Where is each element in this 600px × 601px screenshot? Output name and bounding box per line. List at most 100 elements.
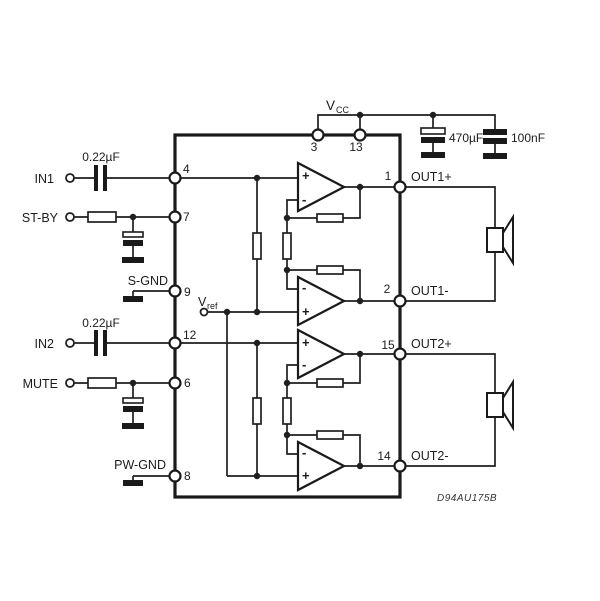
pin-12-number: 12 <box>183 328 197 342</box>
out1n-label: OUT1- <box>411 284 449 298</box>
bypass-cap-label: 100nF <box>511 131 545 145</box>
pin-8 <box>168 469 182 483</box>
wires <box>74 114 496 480</box>
opamp-3 <box>296 328 347 380</box>
stby-wire <box>74 216 175 257</box>
opamp-4-minus: - <box>302 445 306 460</box>
opamp-2-minus: - <box>302 280 306 295</box>
ic-pins <box>168 128 407 483</box>
speaker1-loop-wire <box>400 186 496 302</box>
pin-15 <box>393 347 407 361</box>
pin-1-number: 1 <box>385 169 392 183</box>
pin-6 <box>168 376 182 390</box>
junction-dot <box>356 111 364 119</box>
feedback-resistor-1 <box>316 213 344 223</box>
ground-icon <box>421 152 445 158</box>
mute-terminal <box>65 378 75 388</box>
amp1-feedback-wire <box>286 186 400 219</box>
junction-dot <box>223 308 231 316</box>
pwgnd-wire <box>132 475 175 480</box>
pin-13-number: 13 <box>349 140 363 154</box>
opamps: + - - + + - - + <box>296 161 347 492</box>
junction-dots <box>129 111 437 480</box>
junction-dot <box>253 308 261 316</box>
bulk-cap-plate <box>421 137 445 143</box>
opamp-1-minus: - <box>302 192 306 207</box>
junction-dot <box>283 214 291 222</box>
opamp-4-plus: + <box>302 468 310 483</box>
bias-resistor-1 <box>252 232 262 260</box>
labels: V CC 3 13 470µF 100nF IN1 0.22µF 4 ST-BY… <box>22 98 545 504</box>
junction-dot <box>283 431 291 439</box>
pin-7 <box>168 210 182 224</box>
pin-14 <box>393 459 407 473</box>
bulk-cap-plate-open <box>420 127 446 135</box>
out1p-label: OUT1+ <box>411 170 452 184</box>
stby-cap-plate <box>123 240 143 246</box>
ground-icon <box>122 257 144 263</box>
in2-cap-plate <box>94 330 98 356</box>
opamp-2-plus: + <box>302 304 310 319</box>
pin-12 <box>168 336 182 350</box>
opamp-1-plus: + <box>302 168 310 183</box>
bypass-cap-plate <box>483 129 507 135</box>
out2n-label: OUT2- <box>411 449 449 463</box>
pin-14-number: 14 <box>377 449 391 463</box>
junction-dot <box>283 379 291 387</box>
in1-cap-plate <box>103 165 107 191</box>
vcc-sub-label: CC <box>336 105 349 115</box>
in1-cap-plate <box>94 165 98 191</box>
in2-terminal <box>65 338 75 348</box>
opamp-3-minus: - <box>302 357 306 372</box>
junction-dot <box>429 111 437 119</box>
sgnd-label: S-GND <box>128 274 168 288</box>
amp2-feedback-wire <box>286 269 400 302</box>
pin-15-number: 15 <box>381 338 395 352</box>
bypass-cap-plate <box>483 138 507 144</box>
speaker2-cone-icon <box>502 378 514 432</box>
in2-cap-label: 0.22µF <box>82 316 120 330</box>
pin-9 <box>168 284 182 298</box>
pin-1 <box>393 180 407 194</box>
feedback-resistor-2 <box>316 265 344 275</box>
stby-terminal <box>65 212 75 222</box>
terminals <box>65 173 209 388</box>
ic-outline <box>173 133 402 499</box>
pin-4-number: 4 <box>183 162 190 176</box>
ground-icon <box>483 153 507 159</box>
speaker1-icon <box>486 227 504 253</box>
mute-cap-plate-open <box>122 397 144 404</box>
bias-resistor-3 <box>252 397 262 425</box>
junction-dot <box>129 379 137 387</box>
in1-label: IN1 <box>35 172 55 186</box>
junction-dot <box>129 213 137 221</box>
amp4-feedback-wire <box>286 434 400 467</box>
opamp-2 <box>296 275 347 327</box>
pin-2-number: 2 <box>384 282 391 296</box>
junction-dot <box>356 183 364 191</box>
junction-dot <box>356 350 364 358</box>
pin-2 <box>393 294 407 308</box>
stby-cap-plate-open <box>122 231 144 238</box>
pin-8-number: 8 <box>184 469 191 483</box>
stby-resistor <box>87 211 117 223</box>
stby-label: ST-BY <box>22 211 59 225</box>
in2-cap-plate <box>103 330 107 356</box>
out2p-label: OUT2+ <box>411 337 452 351</box>
junction-dot <box>253 174 261 182</box>
speaker2-loop-wire <box>400 353 496 467</box>
junction-dot <box>253 472 261 480</box>
bias-resistor-2 <box>282 232 292 260</box>
speaker2-icon <box>486 392 504 418</box>
pin-6-number: 6 <box>184 376 191 390</box>
ground-icon <box>122 423 144 429</box>
in1-terminal <box>65 173 75 183</box>
mute-resistor <box>87 377 117 389</box>
pin-4 <box>168 171 182 185</box>
pin-13 <box>353 128 367 142</box>
sgnd-wire <box>132 290 175 296</box>
grounds <box>122 152 507 486</box>
vcc-rail-wire <box>317 114 496 135</box>
